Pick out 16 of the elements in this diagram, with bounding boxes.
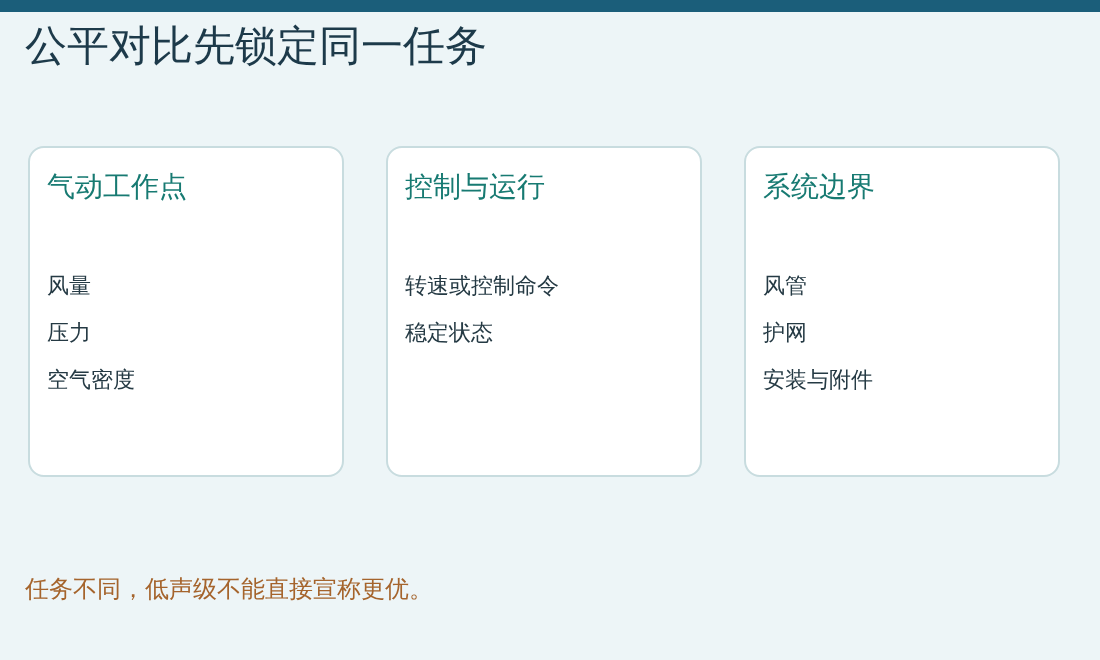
card-heading: 控制与运行 [405,170,545,204]
list-item: 转速或控制命令 [405,272,559,300]
list-item: 压力 [47,319,91,347]
card-heading: 气动工作点 [47,170,187,204]
list-item: 安装与附件 [763,366,873,394]
panel-card [28,146,344,477]
card-heading: 系统边界 [763,170,875,204]
list-item: 风管 [763,272,807,300]
panel-card [386,146,702,477]
list-item: 风量 [47,272,91,300]
note-text: 任务不同，低声级不能直接宣称更优。 [25,574,433,604]
list-item: 空气密度 [47,366,135,394]
page-title: 公平对比先锁定同一任务 [25,20,487,72]
list-item: 稳定状态 [405,319,493,347]
list-item: 护网 [763,319,807,347]
panel-card [744,146,1060,477]
